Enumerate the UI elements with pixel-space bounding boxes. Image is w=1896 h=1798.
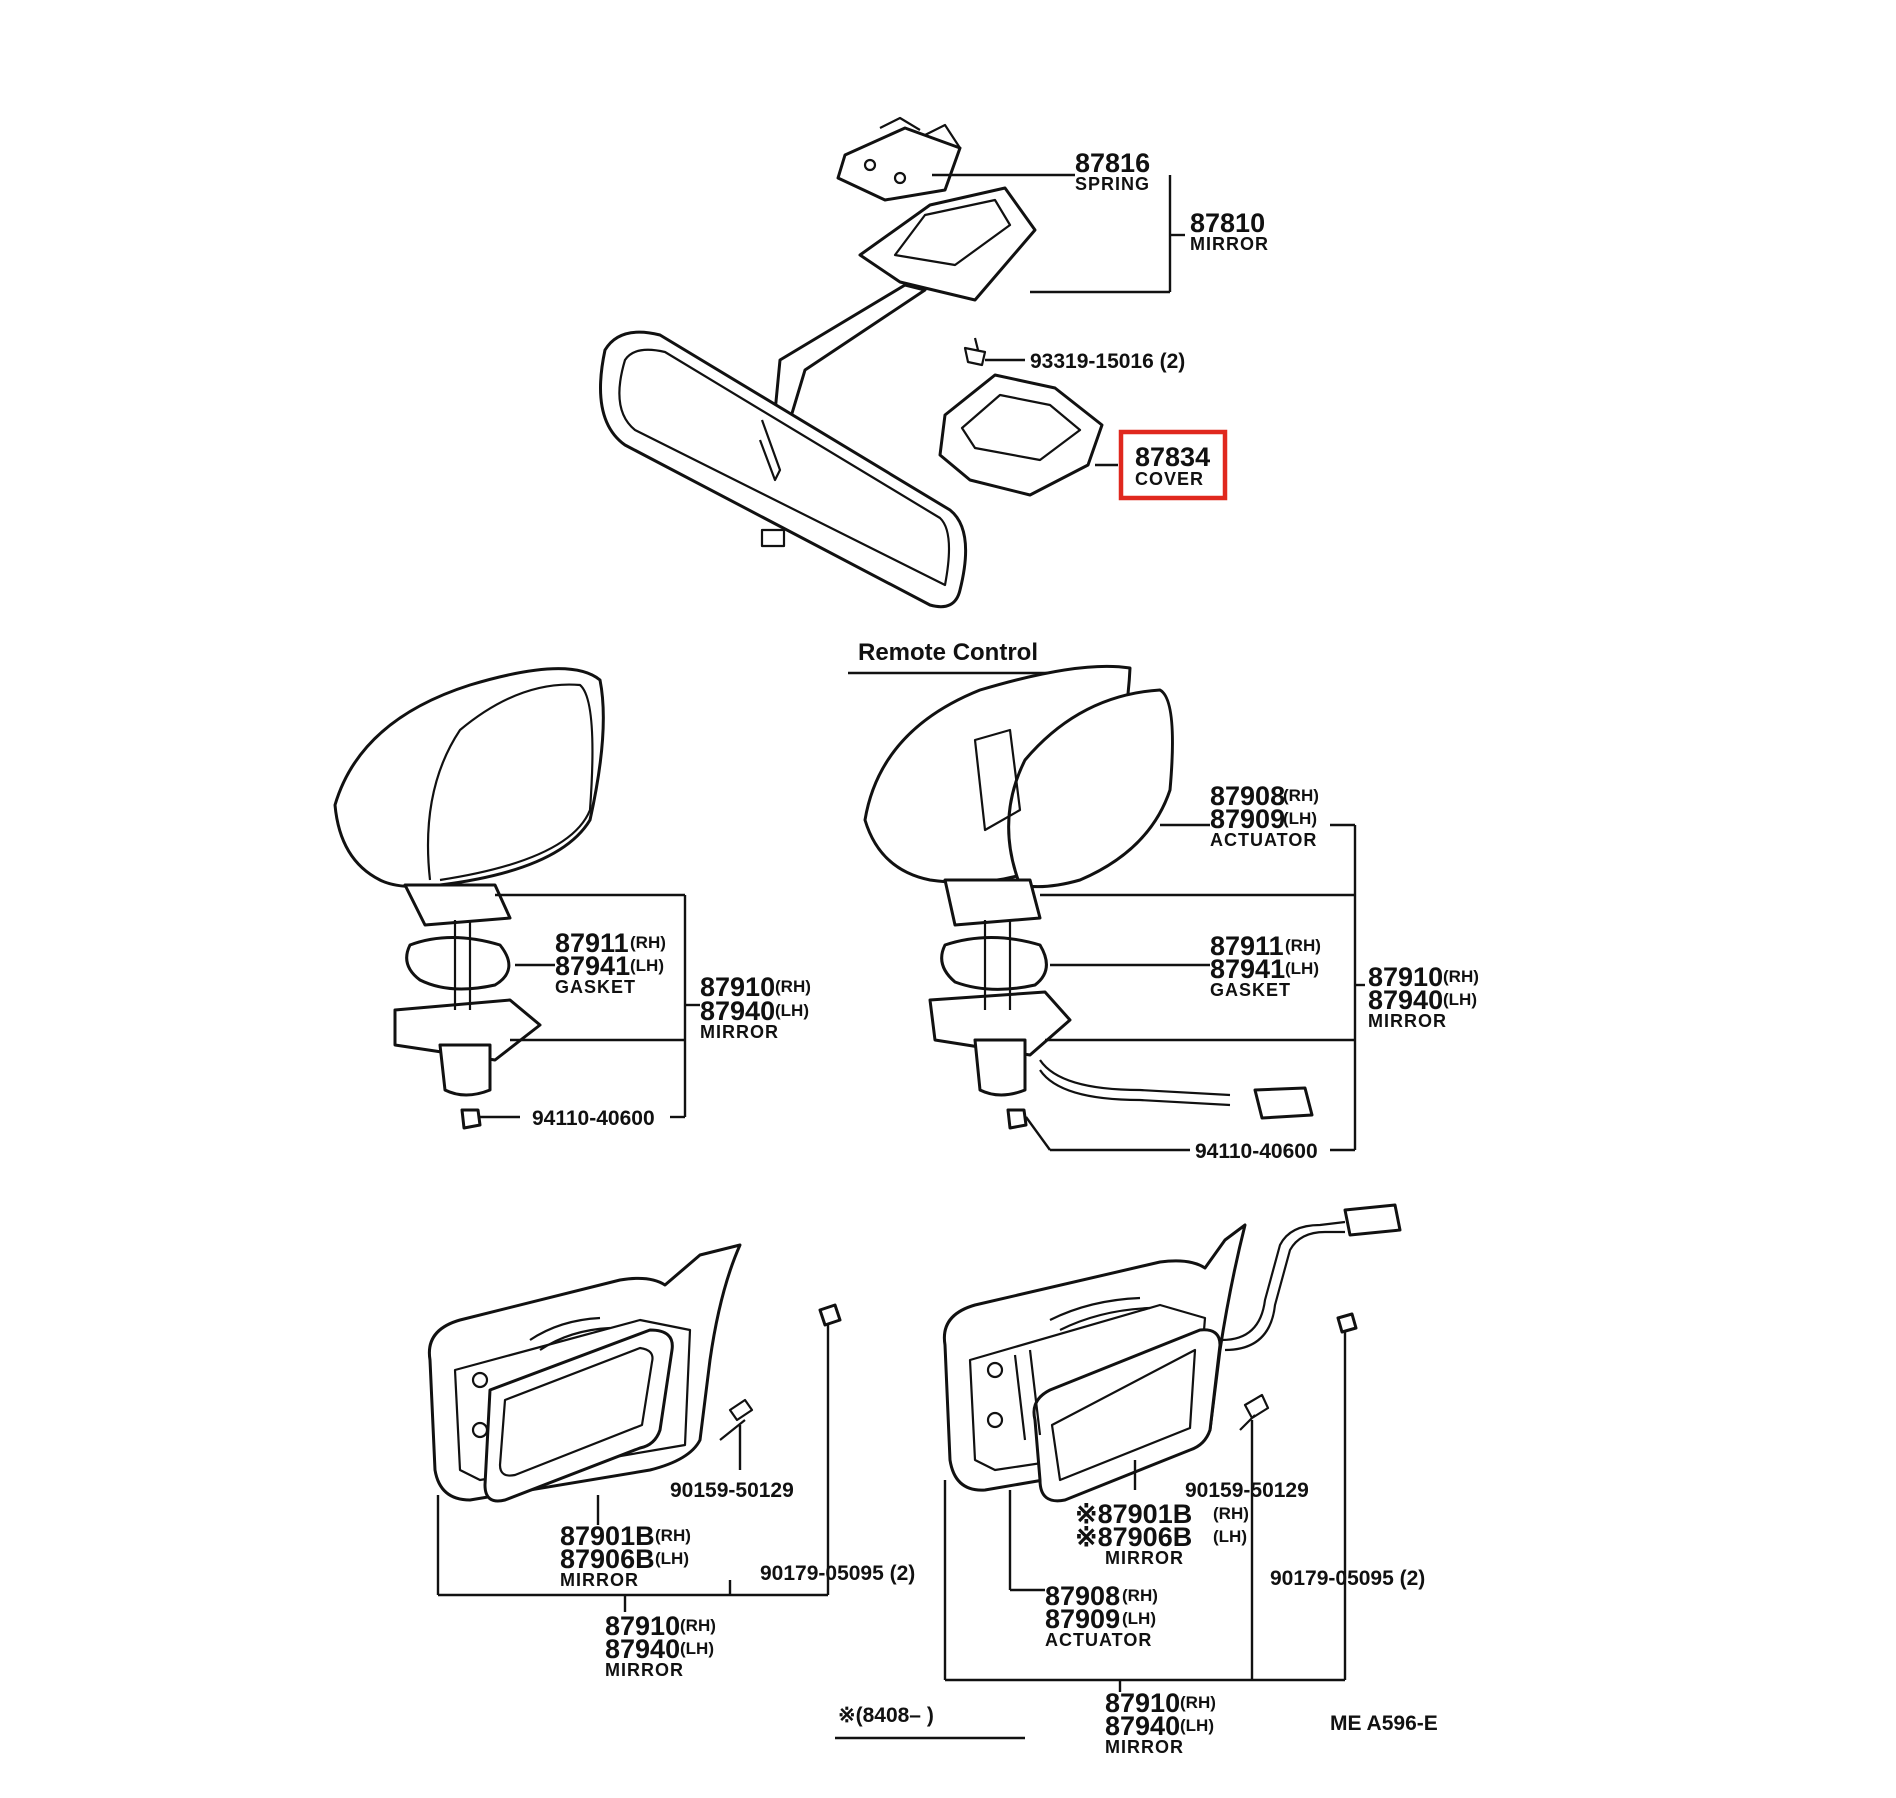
label-d-87910: 87910 bbox=[1105, 1688, 1180, 1718]
label-a-94110: 94110-40600 bbox=[532, 1107, 655, 1130]
label-d-87906b-lh: (LH) bbox=[1213, 1527, 1247, 1546]
label-93319: 93319-15016 (2) bbox=[1030, 350, 1185, 373]
label-a-87941: 87941 bbox=[555, 951, 630, 981]
label-a-87940: 87940 bbox=[700, 996, 775, 1026]
label-b-87941-lh: (LH) bbox=[1285, 959, 1319, 978]
label-b-actuator: ACTUATOR bbox=[1210, 830, 1317, 850]
label-a-mirror: MIRROR bbox=[700, 1022, 779, 1042]
leaders-b bbox=[1025, 823, 1365, 1152]
label-b-87908-rh: (RH) bbox=[1283, 786, 1319, 805]
label-c-90179: 90179-05095 (2) bbox=[760, 1562, 915, 1585]
figure-code: ME A596-E bbox=[1330, 1712, 1438, 1735]
leaders-d bbox=[943, 1332, 1347, 1692]
label-b-87909: 87909 bbox=[1210, 804, 1285, 834]
label-d-87909-lh: (LH) bbox=[1122, 1609, 1156, 1628]
label-b-gasket: GASKET bbox=[1210, 980, 1291, 1000]
label-d-87909: 87909 bbox=[1045, 1604, 1120, 1634]
leaders-top bbox=[932, 173, 1185, 467]
label-c-mirror: MIRROR bbox=[560, 1570, 639, 1590]
label-87816: 87816 bbox=[1075, 148, 1150, 178]
outer-mirror-a-drawing bbox=[333, 667, 605, 1130]
label-c-87940-lh: (LH) bbox=[680, 1639, 714, 1658]
label-87810-desc: MIRROR bbox=[1190, 234, 1269, 254]
inner-mirror-drawing bbox=[599, 116, 1104, 609]
label-d-87906b: ※87906B bbox=[1075, 1522, 1192, 1552]
label-d-mirror2: MIRROR bbox=[1105, 1737, 1184, 1757]
label-a-87941-lh: (LH) bbox=[630, 956, 664, 975]
label-b-87911: 87911 bbox=[1210, 931, 1284, 961]
label-b-87908: 87908 bbox=[1210, 781, 1285, 811]
label-87816-desc: SPRING bbox=[1075, 174, 1150, 194]
label-b-87909-lh: (LH) bbox=[1283, 809, 1317, 828]
label-87834: 87834 bbox=[1135, 442, 1210, 472]
label-a-87911-rh: (RH) bbox=[630, 933, 666, 952]
highlight-box-87834 bbox=[1118, 429, 1228, 501]
label-d-87901b: ※87901B bbox=[1075, 1499, 1192, 1529]
label-c-87910: 87910 bbox=[605, 1611, 680, 1641]
label-a-gasket: GASKET bbox=[555, 977, 636, 997]
door-mirror-c-drawing bbox=[427, 1243, 842, 1503]
label-d-87901b-rh: (RH) bbox=[1213, 1504, 1249, 1523]
label-c-87940: 87940 bbox=[605, 1634, 680, 1664]
outer-mirror-b-drawing bbox=[863, 664, 1314, 1130]
label-d-87910-rh: (RH) bbox=[1180, 1693, 1216, 1712]
label-d-87940: 87940 bbox=[1105, 1711, 1180, 1741]
leaders-c bbox=[436, 1325, 830, 1612]
leaders-a bbox=[478, 893, 700, 1119]
label-c-87906b: 87906B bbox=[560, 1544, 655, 1574]
label-d-87908-rh: (RH) bbox=[1122, 1586, 1158, 1605]
label-d-mirror: MIRROR bbox=[1105, 1548, 1184, 1568]
label-a-87911: 87911 bbox=[555, 928, 629, 958]
label-c-87901b: 87901B bbox=[560, 1521, 655, 1551]
label-b-87910: 87910 bbox=[1368, 962, 1443, 992]
label-b-87910-rh: (RH) bbox=[1443, 967, 1479, 986]
label-b-87940: 87940 bbox=[1368, 985, 1443, 1015]
label-c-87901b-rh: (RH) bbox=[655, 1526, 691, 1545]
label-d-90179: 90179-05095 (2) bbox=[1270, 1567, 1425, 1590]
label-d-87940-lh: (LH) bbox=[1180, 1716, 1214, 1735]
label-d-87908: 87908 bbox=[1045, 1581, 1120, 1611]
label-b-mirror: MIRROR bbox=[1368, 1011, 1447, 1031]
label-c-87906b-lh: (LH) bbox=[655, 1549, 689, 1568]
label-b-87940-lh: (LH) bbox=[1443, 990, 1477, 1009]
label-87834-desc: COVER bbox=[1135, 469, 1204, 489]
label-a-87940-lh: (LH) bbox=[775, 1001, 809, 1020]
label-b-87911-rh: (RH) bbox=[1285, 936, 1321, 955]
label-c-mirror2: MIRROR bbox=[605, 1660, 684, 1680]
label-d-actuator: ACTUATOR bbox=[1045, 1630, 1152, 1650]
label-87810: 87810 bbox=[1190, 208, 1265, 238]
label-d-90159: 90159-50129 bbox=[1185, 1479, 1309, 1502]
label-c-90159: 90159-50129 bbox=[670, 1479, 794, 1502]
section-title: Remote Control bbox=[858, 639, 1038, 666]
label-b-87941: 87941 bbox=[1210, 954, 1285, 984]
door-mirror-d-drawing bbox=[942, 1203, 1402, 1503]
label-b-94110: 94110-40600 bbox=[1195, 1140, 1318, 1163]
footnote-date: ※(8408– ) bbox=[838, 1704, 934, 1727]
label-a-87910: 87910 bbox=[700, 972, 775, 1002]
label-a-87910-rh: (RH) bbox=[775, 977, 811, 996]
label-c-87910-rh: (RH) bbox=[680, 1616, 716, 1635]
